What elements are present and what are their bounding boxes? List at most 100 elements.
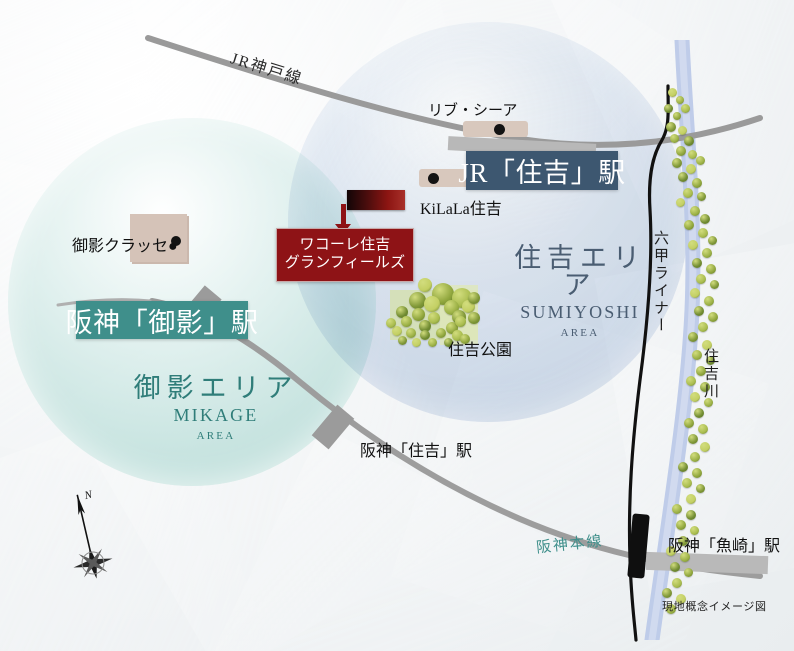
tree-icon — [708, 236, 717, 245]
property-name-line1: ワコーレ住吉 — [299, 237, 391, 254]
tree-icon — [708, 312, 718, 322]
tree-icon — [678, 462, 688, 472]
tree-icon — [686, 510, 696, 520]
tree-icon — [700, 442, 710, 452]
place-label-mikage-classe: 御影クラッセ● — [72, 238, 178, 255]
tree-icon — [690, 392, 700, 402]
tree-icon — [673, 112, 681, 120]
tree-icon — [672, 578, 682, 588]
tree-icon — [392, 326, 402, 336]
tree-icon — [468, 292, 480, 304]
property-name-line2: グランフィールズ — [284, 255, 406, 271]
tree-icon — [694, 408, 704, 418]
place-label-kilala-sumiyoshi: KiLaLa住吉 — [420, 201, 502, 218]
tree-icon — [692, 350, 702, 360]
tree-icon — [706, 264, 716, 274]
tree-icon — [690, 452, 700, 462]
tree-icon — [694, 306, 704, 316]
tree-icon — [676, 520, 686, 530]
tree-icon — [668, 88, 677, 97]
tree-icon — [418, 278, 432, 292]
place-label-riv-shea: リブ・シーア — [428, 103, 518, 119]
tree-icon — [398, 336, 407, 345]
tree-icon — [420, 330, 430, 340]
tree-icon — [419, 320, 431, 332]
tree-icon — [664, 104, 673, 113]
tree-icon — [424, 296, 440, 312]
tree-icon — [690, 288, 700, 298]
tree-icon — [676, 146, 686, 156]
area-circle-sumiyoshi — [288, 22, 688, 422]
tree-icon — [698, 228, 708, 238]
tree-icon — [684, 568, 693, 577]
place-label-hanshin-sumiyoshi: 阪神「住吉」駅 — [360, 443, 473, 460]
tree-icon — [676, 96, 684, 104]
tree-icon — [684, 418, 694, 428]
tree-icon — [702, 340, 712, 350]
tree-icon — [696, 366, 706, 376]
tree-icon — [678, 172, 688, 182]
tree-icon — [676, 594, 686, 604]
tree-icon — [692, 468, 702, 478]
mikage-classe-dot — [171, 236, 181, 246]
tree-icon — [686, 164, 696, 174]
tree-icon — [412, 338, 421, 347]
tree-icon — [706, 356, 715, 365]
place-label-hanshin-uozaki: 阪神「魚崎」駅 — [668, 538, 781, 555]
tree-icon — [455, 316, 466, 327]
tree-icon — [670, 562, 680, 572]
tree-icon — [692, 258, 702, 268]
tree-icon — [696, 274, 706, 284]
tree-icon — [698, 424, 708, 434]
property-name-callout[interactable]: ワコーレ住吉 グランフィールズ — [276, 228, 414, 282]
station-label-hanshin-mikage[interactable]: 阪神「御影」駅 — [66, 301, 258, 339]
tree-icon — [690, 526, 699, 535]
tree-icon — [676, 198, 685, 207]
tree-icon — [697, 192, 706, 201]
tree-icon — [666, 122, 676, 132]
tree-icon — [702, 248, 712, 258]
compass-rose: N — [73, 488, 113, 579]
tree-icon — [704, 296, 714, 306]
tree-icon — [436, 328, 446, 338]
tree-icon — [428, 338, 437, 347]
tree-icon — [672, 158, 682, 168]
tree-icon — [444, 338, 453, 347]
tree-icon — [406, 328, 416, 338]
tree-icon — [386, 318, 396, 328]
tree-icon — [683, 188, 693, 198]
tree-icon — [401, 316, 412, 327]
station-label-jr-sumiyoshi[interactable]: JR「住吉」駅 — [458, 151, 625, 190]
tree-icon — [412, 308, 425, 321]
tree-icon — [696, 156, 705, 165]
feature-label-sumiyoshi-river: 住吉川 — [702, 348, 718, 401]
tree-icon — [680, 552, 690, 562]
property-marker — [347, 190, 405, 210]
line-label-rokko-liner: 六甲ライナー — [652, 230, 668, 335]
tree-icon — [686, 376, 696, 386]
tree-icon — [688, 240, 698, 250]
tree-icon — [396, 306, 408, 318]
tree-icon — [696, 484, 705, 493]
tree-icon — [686, 494, 696, 504]
tree-icon — [688, 150, 697, 159]
tree-icon — [692, 178, 702, 188]
tree-icon — [690, 206, 700, 216]
tree-icon — [666, 546, 676, 556]
tree-icon — [678, 126, 687, 135]
tree-icon — [662, 588, 672, 598]
tree-icon — [684, 136, 694, 146]
tree-icon — [409, 292, 426, 309]
tree-icon — [428, 312, 440, 324]
tree-icon — [460, 334, 470, 344]
tree-icon — [672, 504, 682, 514]
building-riv-shea-dot — [494, 124, 505, 135]
compass-north-label: N — [82, 488, 93, 502]
tree-icon — [710, 280, 719, 289]
tree-icon — [666, 604, 676, 614]
property-callout-stem — [335, 204, 351, 234]
tree-icon — [688, 434, 698, 444]
tree-icon — [468, 312, 480, 324]
tree-icon — [682, 478, 692, 488]
